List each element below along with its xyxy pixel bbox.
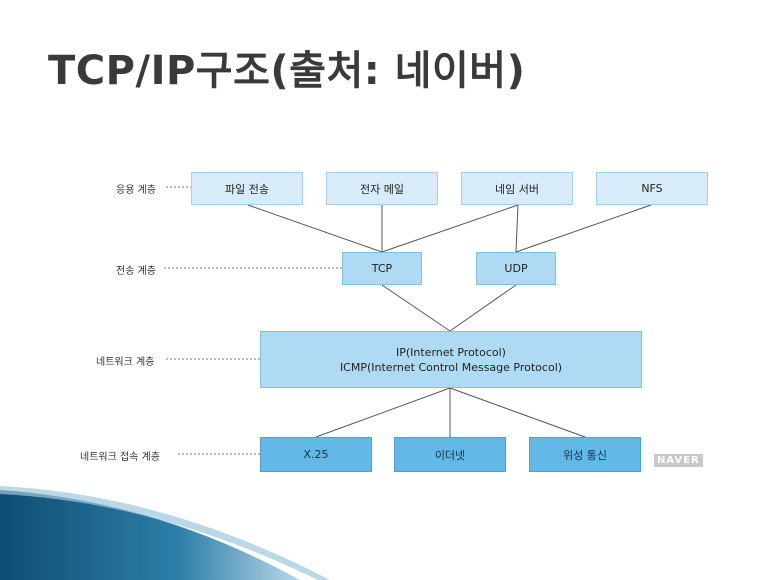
protocol-box-name-server: 네임 서버 [461,172,573,205]
naver-watermark: NAVER [654,454,703,467]
protocol-box-nfs: NFS [596,172,708,205]
conn-dns-tcp [381,204,519,253]
protocol-box-x25: X.25 [260,437,372,472]
protocol-box-email: 전자 메일 [326,172,438,205]
layer-label-application: 응용 계층 [116,185,156,196]
conn-tcp-ip [381,284,451,332]
conn-udp-ip [449,284,517,332]
conn-dns-udp [515,204,519,253]
protocol-box-satellite: 위성 통신 [529,437,641,472]
conn-ftp-tcp [247,204,383,253]
layer-label-network: 네트워크 계층 [96,357,155,368]
slide-title: TCP/IP구조(출처: 네이버) [48,48,526,94]
conn-ip-x25 [315,387,451,438]
protocol-box-file-transfer: 파일 전송 [191,172,303,205]
protocol-box-ip-icmp: IP(Internet Protocol) ICMP(Internet Cont… [260,331,642,388]
conn-ip-satellite [449,387,586,438]
icmp-protocol-label: ICMP(Internet Control Message Protocol) [339,360,563,374]
ip-protocol-label: IP(Internet Protocol) [396,345,506,359]
protocol-box-tcp: TCP [342,252,422,285]
corner-swoosh-highlight [0,486,330,580]
layer-label-link: 네트워크 접속 계층 [80,452,160,463]
protocol-box-ethernet: 이더넷 [394,437,506,472]
protocol-box-udp: UDP [476,252,556,285]
conn-nfs-udp [515,204,652,253]
corner-swoosh [0,490,300,580]
layer-label-transport: 전송 계층 [116,266,156,277]
